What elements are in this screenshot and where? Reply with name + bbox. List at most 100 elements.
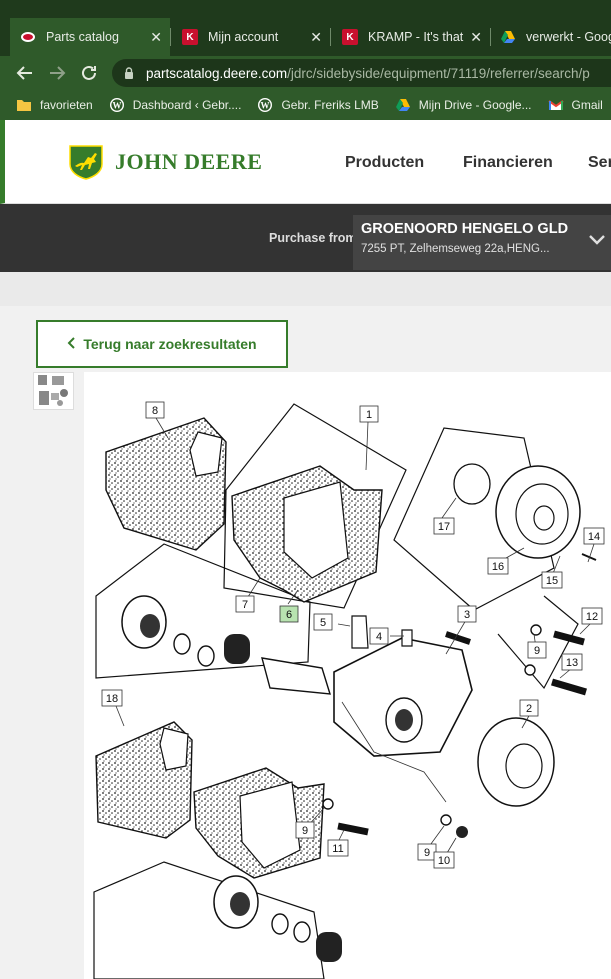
bookmark-label: Gmail <box>571 98 603 112</box>
bookmark-favorieten[interactable]: favorieten <box>16 97 93 113</box>
close-tab-icon[interactable]: ✕ <box>470 29 482 45</box>
brand-name: JOHN DEERE <box>115 149 263 174</box>
gmail-icon <box>547 100 564 110</box>
svg-text:8: 8 <box>152 405 158 417</box>
gray-divider <box>0 272 611 306</box>
folder-icon <box>17 100 31 111</box>
tab-mijn-account[interactable]: K Mijn account ✕ <box>170 18 331 56</box>
callout-13: 13 <box>561 653 583 671</box>
tab-title: KRAMP - It's that <box>368 30 464 44</box>
back-to-results-label: Terug naar zoekresultaten <box>83 336 257 352</box>
callout-17: 17 <box>433 517 455 535</box>
chevron-left-icon <box>67 336 76 352</box>
callout-5: 5 <box>313 613 333 631</box>
dealer-selector[interactable]: GROENOORD HENGELO GLD 7255 PT, Zelhemsew… <box>353 215 611 270</box>
close-tab-icon[interactable]: ✕ <box>150 29 162 45</box>
john-deere-logo[interactable]: JOHN DEERE <box>67 144 262 180</box>
callout-6-selected: 6 <box>279 605 299 623</box>
diagram-thumbnail[interactable] <box>33 372 74 410</box>
nav-service[interactable]: Serv <box>588 154 611 171</box>
water-pump-exploded-view: 8 1 17 16 15 14 7 6 5 4 3 12 9 13 2 18 9… <box>93 401 605 979</box>
url-input[interactable]: partscatalog.deere.com/jdrc/sidebyside/e… <box>112 59 611 87</box>
svg-text:W: W <box>112 101 121 111</box>
callout-15: 15 <box>541 571 563 589</box>
svg-text:6: 6 <box>286 609 292 621</box>
svg-text:4: 4 <box>376 631 382 643</box>
tab-parts-catalog[interactable]: Parts catalog ✕ <box>10 18 171 56</box>
tab-title: Mijn account <box>208 30 279 44</box>
bookmark-label: Mijn Drive - Google... <box>418 98 532 112</box>
svg-text:11: 11 <box>332 843 343 855</box>
svg-text:10: 10 <box>438 855 450 867</box>
tab-kramp[interactable]: K KRAMP - It's that ✕ <box>330 18 491 56</box>
bookmark-label: Gebr. Freriks LMB <box>281 98 379 112</box>
callout-14: 14 <box>583 527 605 545</box>
dealer-name: GROENOORD HENGELO GLD <box>361 221 569 237</box>
dealer-address: 7255 PT, Zelhemseweg 22a,HENG... <box>361 243 550 255</box>
svg-text:18: 18 <box>106 693 118 705</box>
parts-diagram[interactable]: 8 1 17 16 15 14 7 6 5 4 3 12 9 13 2 18 9… <box>84 372 611 979</box>
tab-title: verwerkt - Goog <box>526 30 611 44</box>
bookmark-dashboard[interactable]: W Dashboard ‹ Gebr.... <box>109 97 242 113</box>
address-bar-row: partscatalog.deere.com/jdrc/sidebyside/e… <box>0 56 611 90</box>
callout-9-upper: 9 <box>527 641 547 659</box>
callout-9-left: 9 <box>295 821 315 839</box>
callout-labels: 8 1 17 16 15 14 7 6 5 4 3 12 9 13 2 18 9… <box>101 401 605 869</box>
callout-1: 1 <box>359 405 379 423</box>
close-tab-icon[interactable]: ✕ <box>310 29 322 45</box>
url-path: /jdrc/sidebyside/equipment/71119/referre… <box>287 65 590 81</box>
callout-11: 11 <box>327 839 349 857</box>
reload-icon[interactable] <box>78 62 100 84</box>
kramp-icon: K <box>342 29 358 45</box>
google-drive-icon <box>395 99 410 111</box>
bookmark-mijn-drive[interactable]: Mijn Drive - Google... <box>395 97 532 113</box>
svg-text:2: 2 <box>526 703 532 715</box>
callout-10: 10 <box>433 851 455 869</box>
callout-12: 12 <box>581 607 603 625</box>
lock-icon <box>125 67 133 79</box>
purchase-from-label: Purchase from <box>269 231 357 245</box>
nav-financieren[interactable]: Financieren <box>463 154 553 171</box>
svg-text:15: 15 <box>546 575 558 587</box>
svg-text:9: 9 <box>424 847 430 859</box>
callout-9-right: 9 <box>417 843 437 861</box>
bookmark-gmail[interactable]: Gmail <box>547 97 603 113</box>
wordpress-icon: W <box>109 98 124 112</box>
back-arrow-icon[interactable] <box>14 62 36 84</box>
bookmark-gebr-freriks[interactable]: W Gebr. Freriks LMB <box>257 97 379 113</box>
browser-tab-strip: Parts catalog ✕ K Mijn account ✕ K KRAMP… <box>0 0 611 56</box>
bookmarks-bar: favorieten W Dashboard ‹ Gebr.... W Gebr… <box>0 90 611 120</box>
purchase-from-bar: Purchase from GROENOORD HENGELO GLD 7255… <box>0 204 611 272</box>
tab-verwerkt[interactable]: verwerkt - Goog <box>490 18 611 56</box>
svg-text:9: 9 <box>534 645 540 657</box>
svg-text:16: 16 <box>492 561 504 573</box>
site-header: JOHN DEERE Producten Financieren Serv <box>0 120 611 204</box>
svg-text:7: 7 <box>242 599 248 611</box>
wordpress-icon: W <box>258 98 273 112</box>
bookmark-label: favorieten <box>40 98 93 112</box>
callout-8: 8 <box>145 401 165 419</box>
callout-7: 7 <box>235 595 255 613</box>
nav-producten[interactable]: Producten <box>345 154 425 171</box>
callout-16: 16 <box>487 557 509 575</box>
svg-text:9: 9 <box>302 825 308 837</box>
back-to-results-button[interactable]: Terug naar zoekresultaten <box>36 320 288 368</box>
callout-18: 18 <box>101 689 123 707</box>
svg-text:W: W <box>261 101 270 111</box>
svg-text:12: 12 <box>586 611 598 623</box>
url-host: partscatalog.deere.com <box>146 65 288 81</box>
svg-text:5: 5 <box>320 617 326 629</box>
svg-text:3: 3 <box>464 609 470 621</box>
deere-icon <box>20 29 36 45</box>
forward-arrow-icon[interactable] <box>46 62 68 84</box>
deer-logo-icon <box>69 145 103 180</box>
google-drive-icon <box>500 29 516 45</box>
tab-title: Parts catalog <box>46 30 119 44</box>
callout-2: 2 <box>519 699 539 717</box>
callout-4: 4 <box>369 627 389 645</box>
svg-text:13: 13 <box>566 657 578 669</box>
callout-3: 3 <box>457 605 477 623</box>
bookmark-label: Dashboard ‹ Gebr.... <box>132 98 242 112</box>
chevron-down-icon <box>589 235 605 245</box>
svg-text:14: 14 <box>588 531 600 543</box>
